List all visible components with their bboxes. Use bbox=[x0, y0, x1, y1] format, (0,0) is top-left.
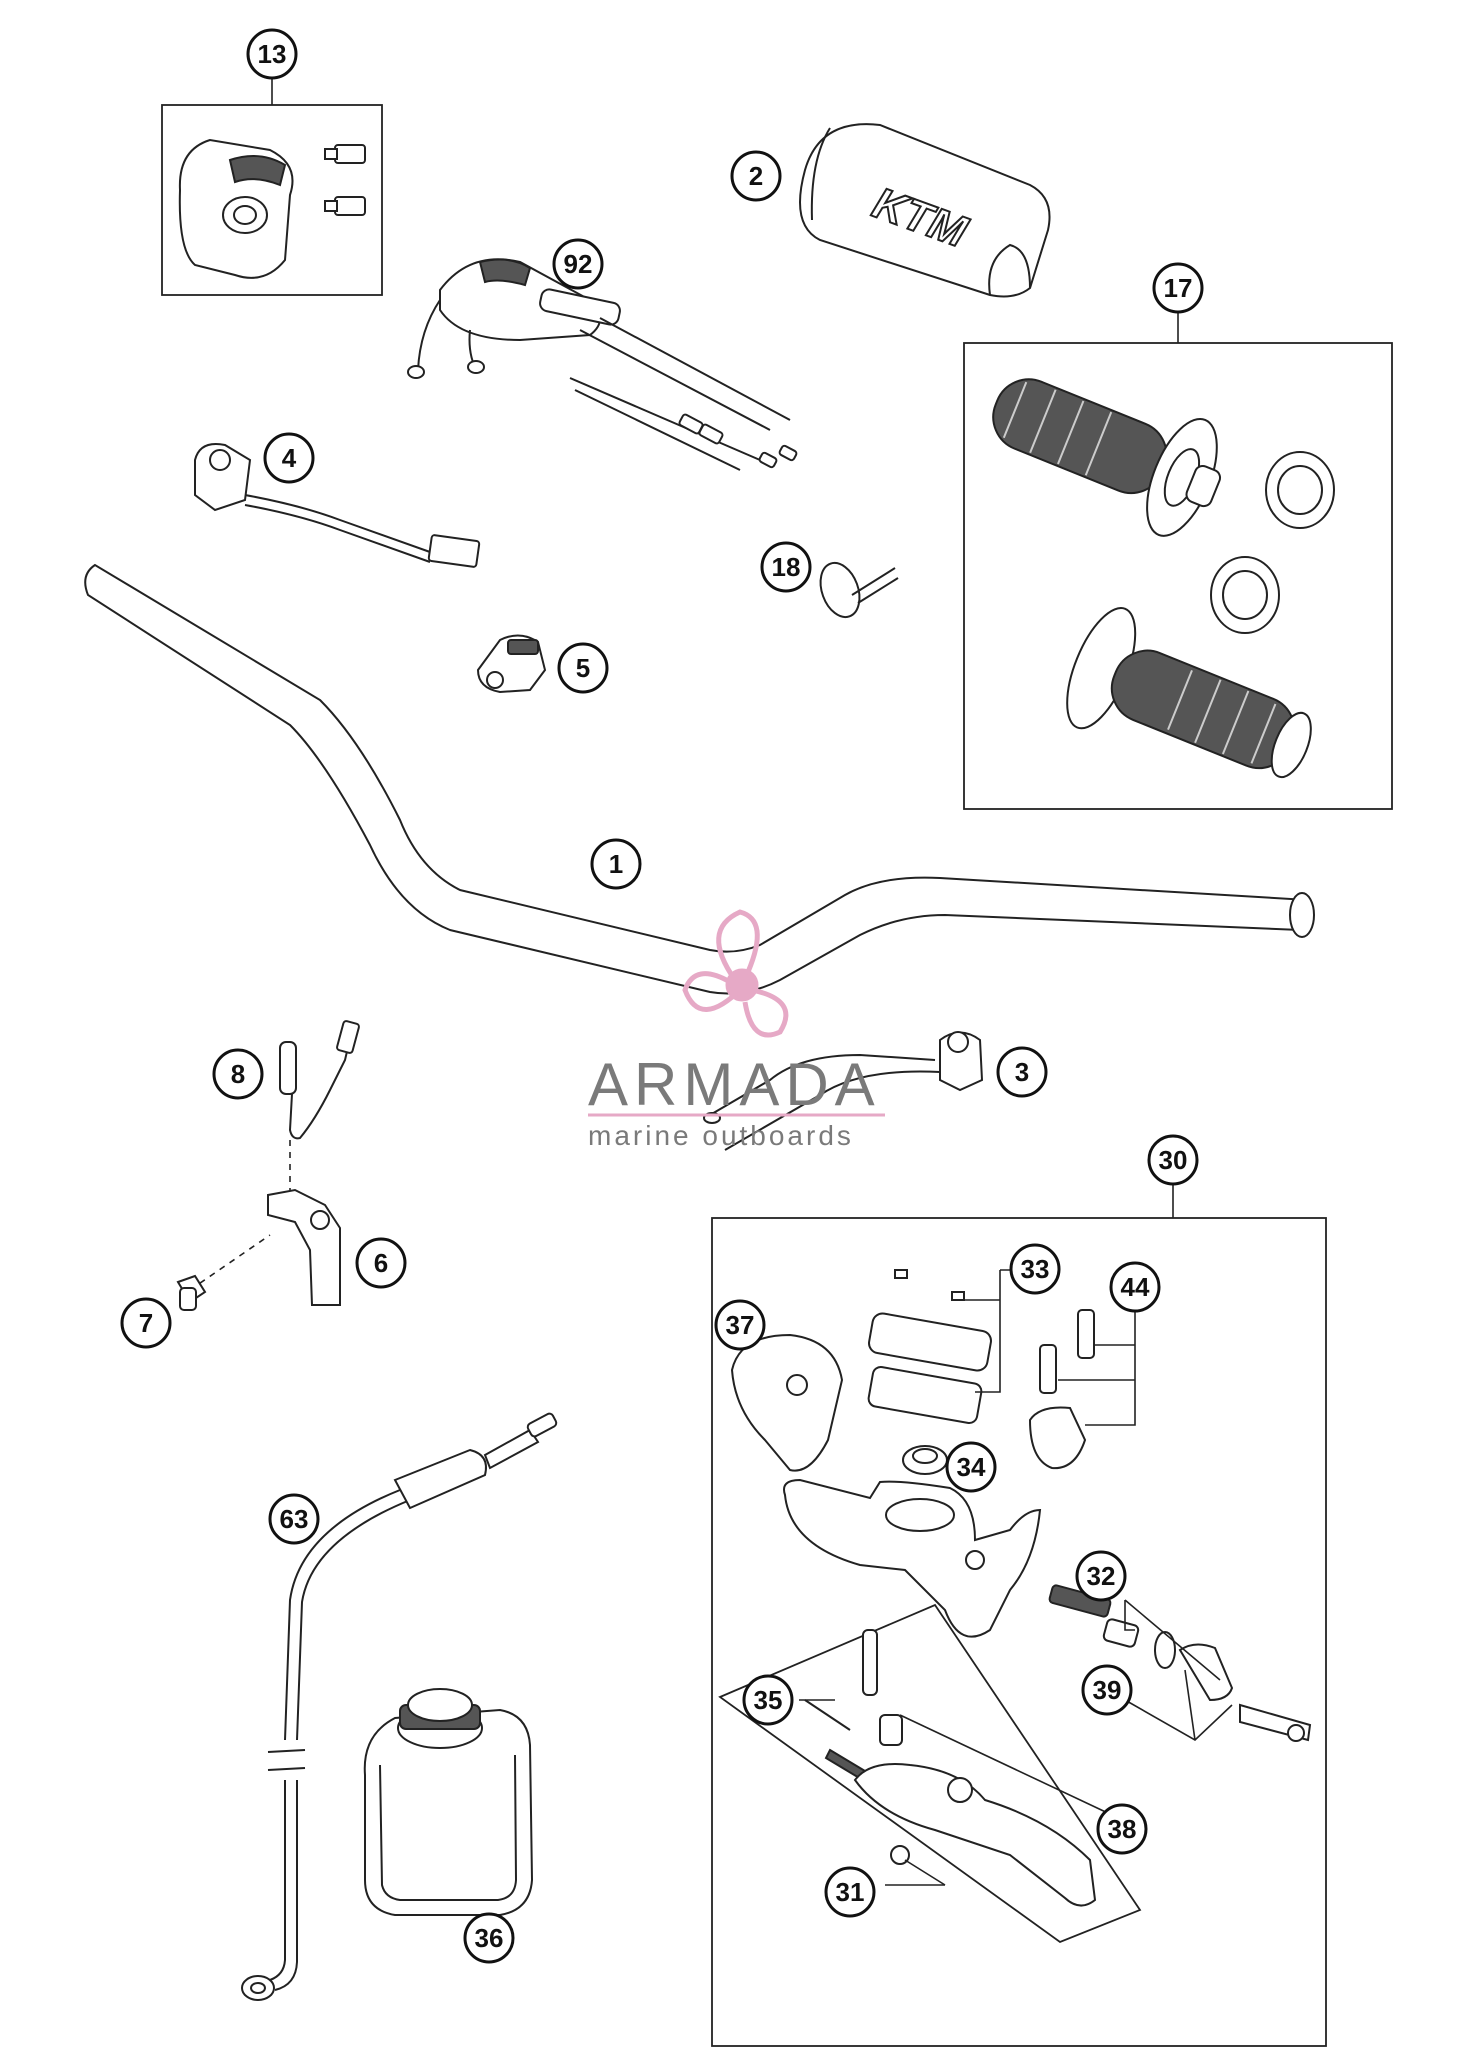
callout-1-label: 1 bbox=[609, 849, 623, 879]
part-92-throttle bbox=[407, 258, 798, 471]
callout-32: 32 bbox=[1075, 1550, 1127, 1602]
callout-63: 63 bbox=[268, 1493, 320, 1545]
callout-31: 31 bbox=[824, 1866, 876, 1918]
box-30 bbox=[711, 1217, 1327, 2047]
callout-31-label: 31 bbox=[836, 1877, 865, 1907]
callout-38-label: 38 bbox=[1108, 1814, 1137, 1844]
callout-13: 13 bbox=[246, 28, 298, 80]
callout-37: 37 bbox=[714, 1299, 766, 1351]
part-32-piston bbox=[1048, 1584, 1140, 1648]
callout-30-label: 30 bbox=[1159, 1145, 1188, 1175]
watermark-title: ARMADA bbox=[588, 1051, 881, 1118]
callout-34: 34 bbox=[945, 1441, 997, 1493]
callout-3: 3 bbox=[996, 1046, 1048, 1098]
callout-32-label: 32 bbox=[1087, 1561, 1116, 1591]
callout-2: 2 bbox=[730, 150, 782, 202]
part-4-switch bbox=[194, 443, 481, 568]
callout-8-label: 8 bbox=[231, 1059, 245, 1089]
part-37-cover bbox=[730, 1333, 844, 1472]
callout-39: 39 bbox=[1081, 1664, 1133, 1716]
part-6-bracket bbox=[189, 1188, 341, 1306]
callout-7: 7 bbox=[120, 1297, 172, 1349]
part-18-cable-tie bbox=[819, 561, 899, 619]
callout-33-label: 33 bbox=[1021, 1254, 1050, 1284]
part-33-lid bbox=[867, 1269, 992, 1424]
part-7-screw bbox=[176, 1274, 207, 1311]
part-1-handlebar bbox=[84, 563, 1315, 995]
callout-35-label: 35 bbox=[754, 1685, 783, 1715]
part-17-grips bbox=[992, 378, 1335, 779]
callout-30: 30 bbox=[1147, 1134, 1199, 1186]
part-5-clamp bbox=[476, 634, 547, 694]
part-13-clamp bbox=[178, 138, 366, 279]
watermark-subtitle: marine outboards bbox=[588, 1120, 854, 1151]
callout-92: 92 bbox=[552, 238, 604, 290]
callout-38: 38 bbox=[1096, 1803, 1148, 1855]
callout-3-label: 3 bbox=[1015, 1057, 1029, 1087]
callout-5: 5 bbox=[557, 642, 609, 694]
callout-17: 17 bbox=[1152, 262, 1204, 314]
callout-5-label: 5 bbox=[576, 653, 590, 683]
callout-36-label: 36 bbox=[475, 1923, 504, 1953]
part-31-lever-assembly bbox=[718, 1603, 1142, 1944]
callout-7-label: 7 bbox=[139, 1308, 153, 1338]
callout-44-label: 44 bbox=[1121, 1272, 1150, 1302]
part-8-sensor bbox=[279, 1020, 360, 1190]
callout-44: 44 bbox=[1109, 1261, 1161, 1313]
grip-cam-lower bbox=[1210, 556, 1280, 634]
callout-4: 4 bbox=[263, 432, 315, 484]
callout-4-label: 4 bbox=[282, 443, 297, 473]
callout-2-label: 2 bbox=[749, 161, 763, 191]
callout-13-label: 13 bbox=[258, 39, 287, 69]
callout-1: 1 bbox=[590, 838, 642, 890]
part-34-diaphragm bbox=[902, 1445, 948, 1475]
callout-63-label: 63 bbox=[280, 1504, 309, 1534]
leader-lines bbox=[271, 74, 1233, 1886]
grip-cam-upper bbox=[1265, 451, 1335, 529]
callout-34-label: 34 bbox=[957, 1452, 986, 1482]
part-2-bar-pad: KTM bbox=[799, 123, 1051, 298]
part-63-brake-hose bbox=[241, 1412, 558, 2001]
callout-17-label: 17 bbox=[1164, 273, 1193, 303]
callout-36: 36 bbox=[463, 1912, 515, 1964]
callout-33: 33 bbox=[1009, 1243, 1061, 1295]
callout-6-label: 6 bbox=[374, 1248, 388, 1278]
callout-18: 18 bbox=[760, 541, 812, 593]
callout-39-label: 39 bbox=[1093, 1675, 1122, 1705]
callout-8: 8 bbox=[212, 1048, 264, 1100]
watermark: ARMADA marine outboards bbox=[588, 909, 885, 1151]
callout-35: 35 bbox=[742, 1674, 794, 1726]
callout-6: 6 bbox=[355, 1237, 407, 1289]
part-39-boot-pin bbox=[1154, 1631, 1312, 1742]
master-cylinder-body bbox=[783, 1478, 1042, 1638]
callout-37-label: 37 bbox=[726, 1310, 755, 1340]
watermark-propeller-icon bbox=[682, 909, 789, 1038]
part-44-bolts-clamp bbox=[1028, 1309, 1095, 1470]
callout-18-label: 18 bbox=[772, 552, 801, 582]
callout-92-label: 92 bbox=[564, 249, 593, 279]
part-36-fluid-bottle bbox=[363, 1688, 534, 1916]
